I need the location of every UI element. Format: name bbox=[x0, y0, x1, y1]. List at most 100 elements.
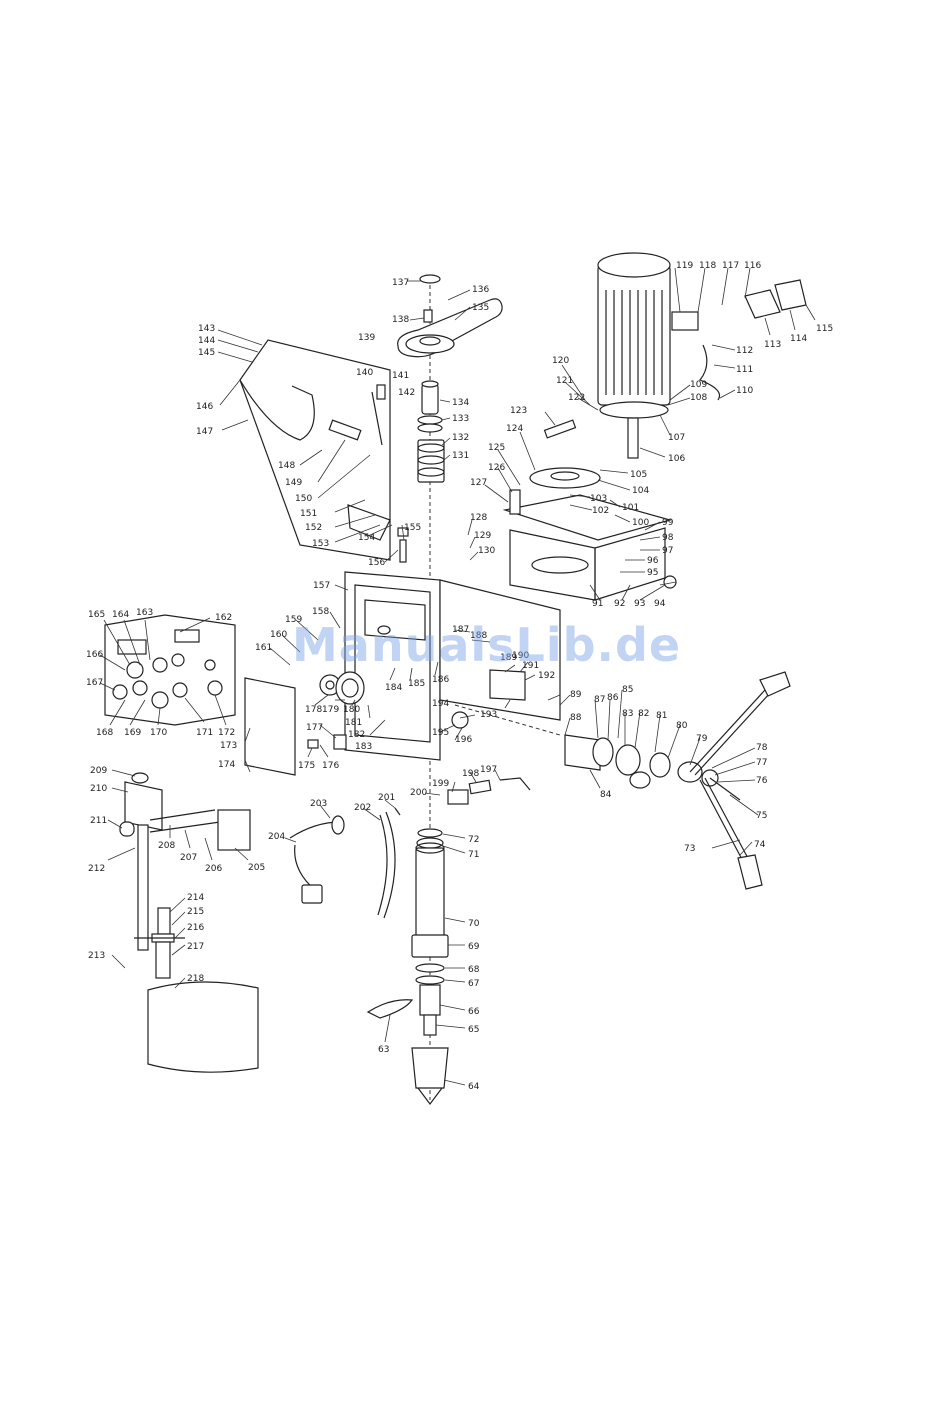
part-number-169: 169 bbox=[124, 728, 141, 738]
part-number-135: 135 bbox=[472, 303, 489, 313]
part-number-196: 196 bbox=[455, 735, 472, 745]
part-number-69: 69 bbox=[468, 942, 480, 952]
part-number-116: 116 bbox=[744, 261, 761, 271]
column-housing bbox=[344, 571, 561, 761]
leader-lines bbox=[99, 267, 816, 1086]
part-number-68: 68 bbox=[468, 965, 480, 975]
part-number-179: 179 bbox=[322, 705, 339, 715]
part-number-133: 133 bbox=[452, 414, 469, 424]
part-number-87: 87 bbox=[594, 695, 605, 705]
part-number-117: 117 bbox=[722, 261, 739, 271]
part-number-214: 214 bbox=[187, 893, 204, 903]
part-number-183: 183 bbox=[355, 742, 372, 752]
part-number-101: 101 bbox=[622, 503, 639, 513]
cable-parts bbox=[289, 807, 401, 919]
part-number-139: 139 bbox=[358, 333, 375, 343]
part-number-113: 113 bbox=[764, 340, 781, 350]
part-number-202: 202 bbox=[354, 803, 371, 813]
gearbox-base bbox=[502, 467, 677, 601]
part-number-184: 184 bbox=[385, 683, 402, 693]
part-number-136: 136 bbox=[472, 285, 489, 295]
part-number-208: 208 bbox=[158, 841, 175, 851]
part-number-119: 119 bbox=[676, 261, 693, 271]
part-number-165: 165 bbox=[88, 610, 105, 620]
part-number-84: 84 bbox=[600, 790, 612, 800]
part-number-157: 157 bbox=[313, 581, 330, 591]
part-number-199: 199 bbox=[432, 779, 449, 789]
part-number-121: 121 bbox=[556, 376, 573, 386]
part-number-172: 172 bbox=[218, 728, 235, 738]
part-number-187: 187 bbox=[452, 625, 469, 635]
part-number-173: 173 bbox=[220, 741, 237, 751]
part-number-96: 96 bbox=[647, 556, 659, 566]
part-number-156: 156 bbox=[368, 558, 385, 568]
part-number-98: 98 bbox=[662, 533, 674, 543]
part-number-127: 127 bbox=[470, 478, 487, 488]
part-number-164: 164 bbox=[112, 610, 129, 620]
part-number-188: 188 bbox=[470, 631, 487, 641]
part-number-86: 86 bbox=[607, 693, 619, 703]
part-number-125: 125 bbox=[488, 443, 505, 453]
part-number-191: 191 bbox=[522, 661, 539, 671]
part-number-142: 142 bbox=[398, 388, 415, 398]
part-number-166: 166 bbox=[86, 650, 103, 660]
part-number-207: 207 bbox=[180, 853, 197, 863]
part-number-76: 76 bbox=[756, 776, 768, 786]
part-number-193: 193 bbox=[480, 710, 497, 720]
top-pulley-assembly bbox=[397, 274, 503, 483]
part-number-109: 109 bbox=[690, 380, 707, 390]
part-number-99: 99 bbox=[662, 518, 674, 528]
part-number-137: 137 bbox=[392, 278, 409, 288]
part-number-182: 182 bbox=[348, 730, 365, 740]
part-number-123: 123 bbox=[510, 406, 527, 416]
part-number-194: 194 bbox=[432, 699, 449, 709]
part-number-151: 151 bbox=[300, 509, 317, 519]
part-number-65: 65 bbox=[468, 1025, 479, 1035]
part-number-158: 158 bbox=[312, 607, 329, 617]
part-number-149: 149 bbox=[285, 478, 302, 488]
spindle-quill bbox=[366, 828, 449, 1105]
part-number-75: 75 bbox=[756, 811, 767, 821]
part-number-145: 145 bbox=[198, 348, 215, 358]
small-side-parts bbox=[447, 777, 531, 805]
part-number-93: 93 bbox=[634, 599, 645, 609]
part-number-64: 64 bbox=[468, 1082, 480, 1092]
part-number-95: 95 bbox=[647, 568, 658, 578]
motor bbox=[543, 252, 807, 459]
part-number-104: 104 bbox=[632, 486, 649, 496]
part-number-105: 105 bbox=[630, 470, 647, 480]
part-number-205: 205 bbox=[248, 863, 265, 873]
part-number-180: 180 bbox=[343, 705, 360, 715]
part-number-167: 167 bbox=[86, 678, 103, 688]
part-number-112: 112 bbox=[736, 346, 753, 356]
part-number-177: 177 bbox=[306, 723, 323, 733]
part-number-126: 126 bbox=[488, 463, 505, 473]
part-number-155: 155 bbox=[404, 523, 421, 533]
part-number-147: 147 bbox=[196, 427, 213, 437]
part-number-211: 211 bbox=[90, 816, 107, 826]
part-number-128: 128 bbox=[470, 513, 487, 523]
part-number-83: 83 bbox=[622, 709, 633, 719]
part-number-100: 100 bbox=[632, 518, 649, 528]
part-number-130: 130 bbox=[478, 546, 495, 556]
part-number-210: 210 bbox=[90, 784, 107, 794]
part-number-91: 91 bbox=[592, 599, 603, 609]
part-number-203: 203 bbox=[310, 799, 327, 809]
part-number-153: 153 bbox=[312, 539, 329, 549]
part-number-134: 134 bbox=[452, 398, 469, 408]
part-number-140: 140 bbox=[356, 368, 373, 378]
part-number-78: 78 bbox=[756, 743, 768, 753]
part-number-213: 213 bbox=[88, 951, 105, 961]
part-number-88: 88 bbox=[570, 713, 582, 723]
part-number-175: 175 bbox=[298, 761, 315, 771]
part-number-152: 152 bbox=[305, 523, 322, 533]
part-number-111: 111 bbox=[736, 365, 753, 375]
part-number-143: 143 bbox=[198, 324, 215, 334]
part-number-200: 200 bbox=[410, 788, 427, 798]
part-number-192: 192 bbox=[538, 671, 555, 681]
part-numbers: 137 136 135 138 139 140 141 142 134 133 … bbox=[86, 261, 833, 1092]
part-number-132: 132 bbox=[452, 433, 469, 443]
switch-parts bbox=[307, 671, 365, 750]
part-number-189: 189 bbox=[500, 653, 517, 663]
